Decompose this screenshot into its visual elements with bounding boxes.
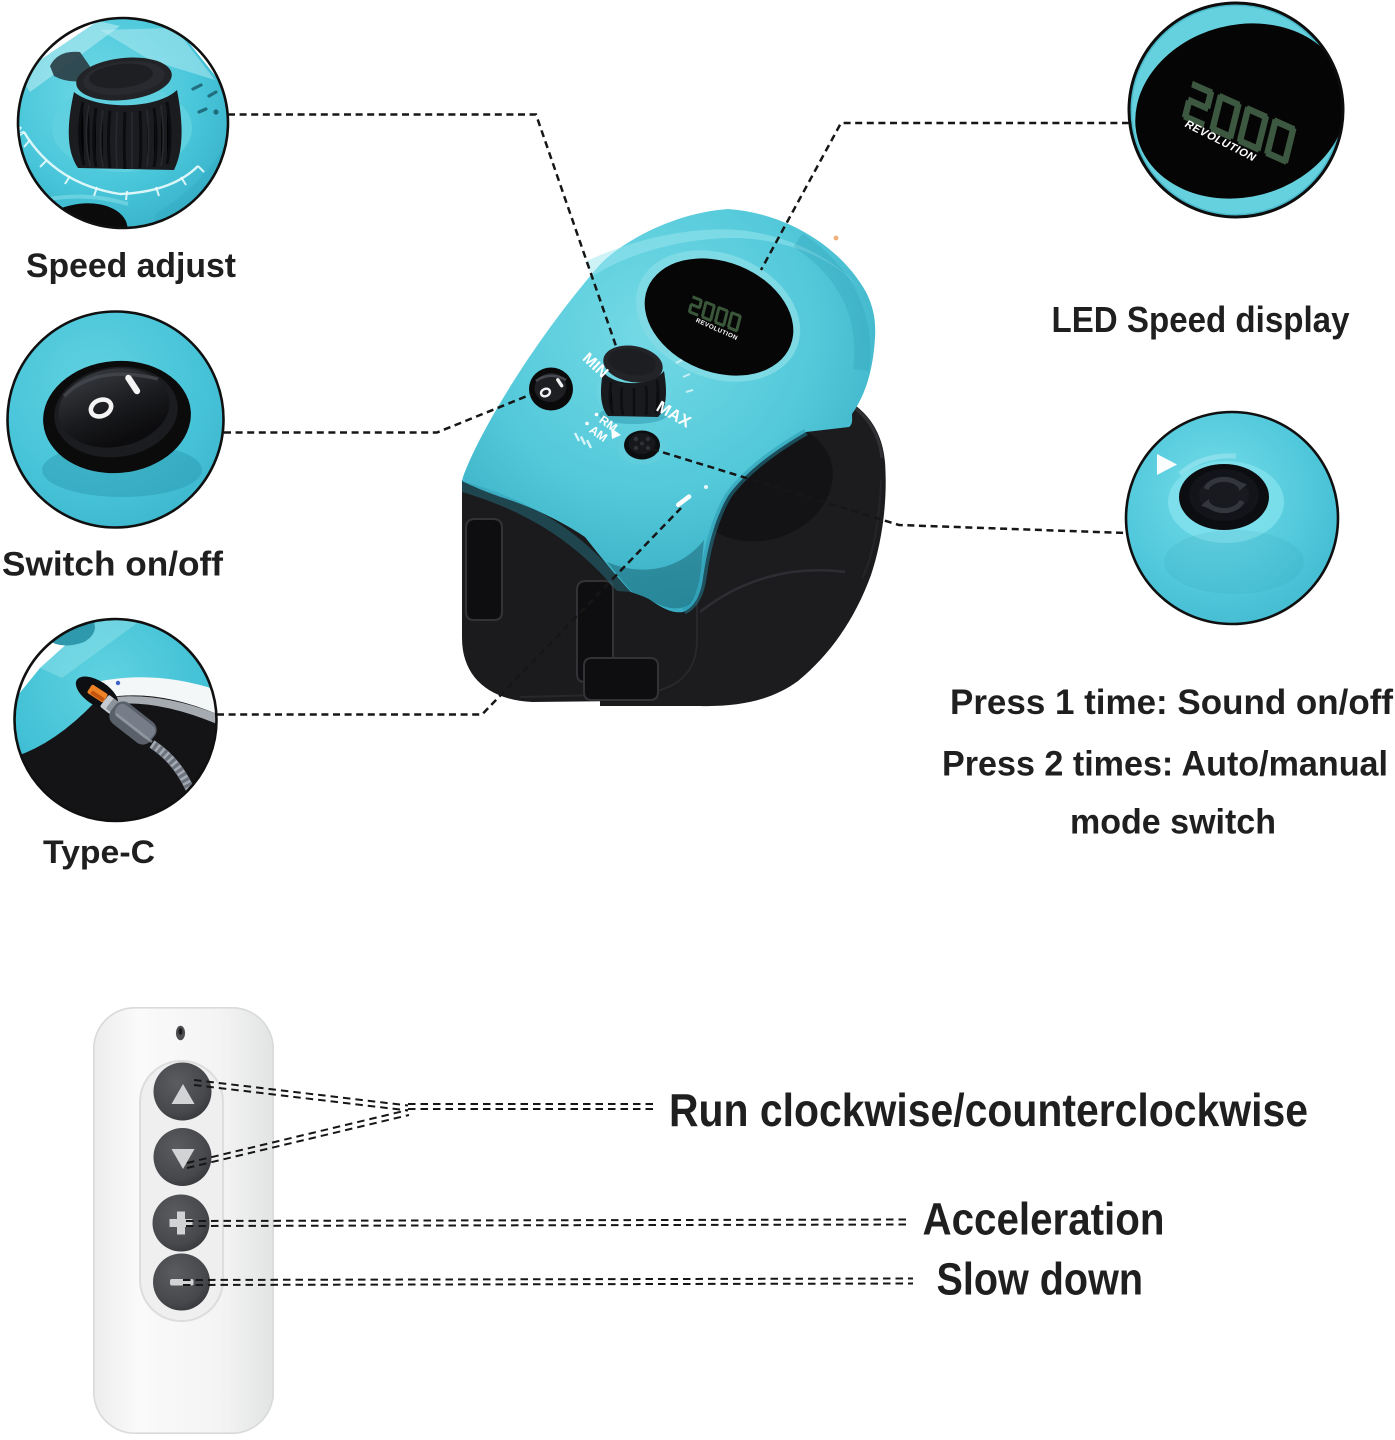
svg-text:mode switch: mode switch [1070, 803, 1276, 842]
svg-text:Switch on/off: Switch on/off [2, 546, 224, 584]
svg-text:Type-C: Type-C [43, 834, 155, 870]
svg-text:Speed adjust: Speed adjust [26, 247, 236, 285]
svg-text:M: M [12, 125, 27, 139]
svg-text:Run clockwise/counterclockwise: Run clockwise/counterclockwise [669, 1084, 1308, 1136]
svg-text:Press 1 time: Sound on/off: Press 1 time: Sound on/off [950, 683, 1393, 722]
svg-text:Acceleration: Acceleration [923, 1194, 1165, 1245]
svg-text:Slow down: Slow down [937, 1254, 1144, 1305]
svg-text:LED Speed display: LED Speed display [1052, 299, 1351, 340]
svg-text:Press 2 times: Auto/manual: Press 2 times: Auto/manual [942, 745, 1388, 784]
